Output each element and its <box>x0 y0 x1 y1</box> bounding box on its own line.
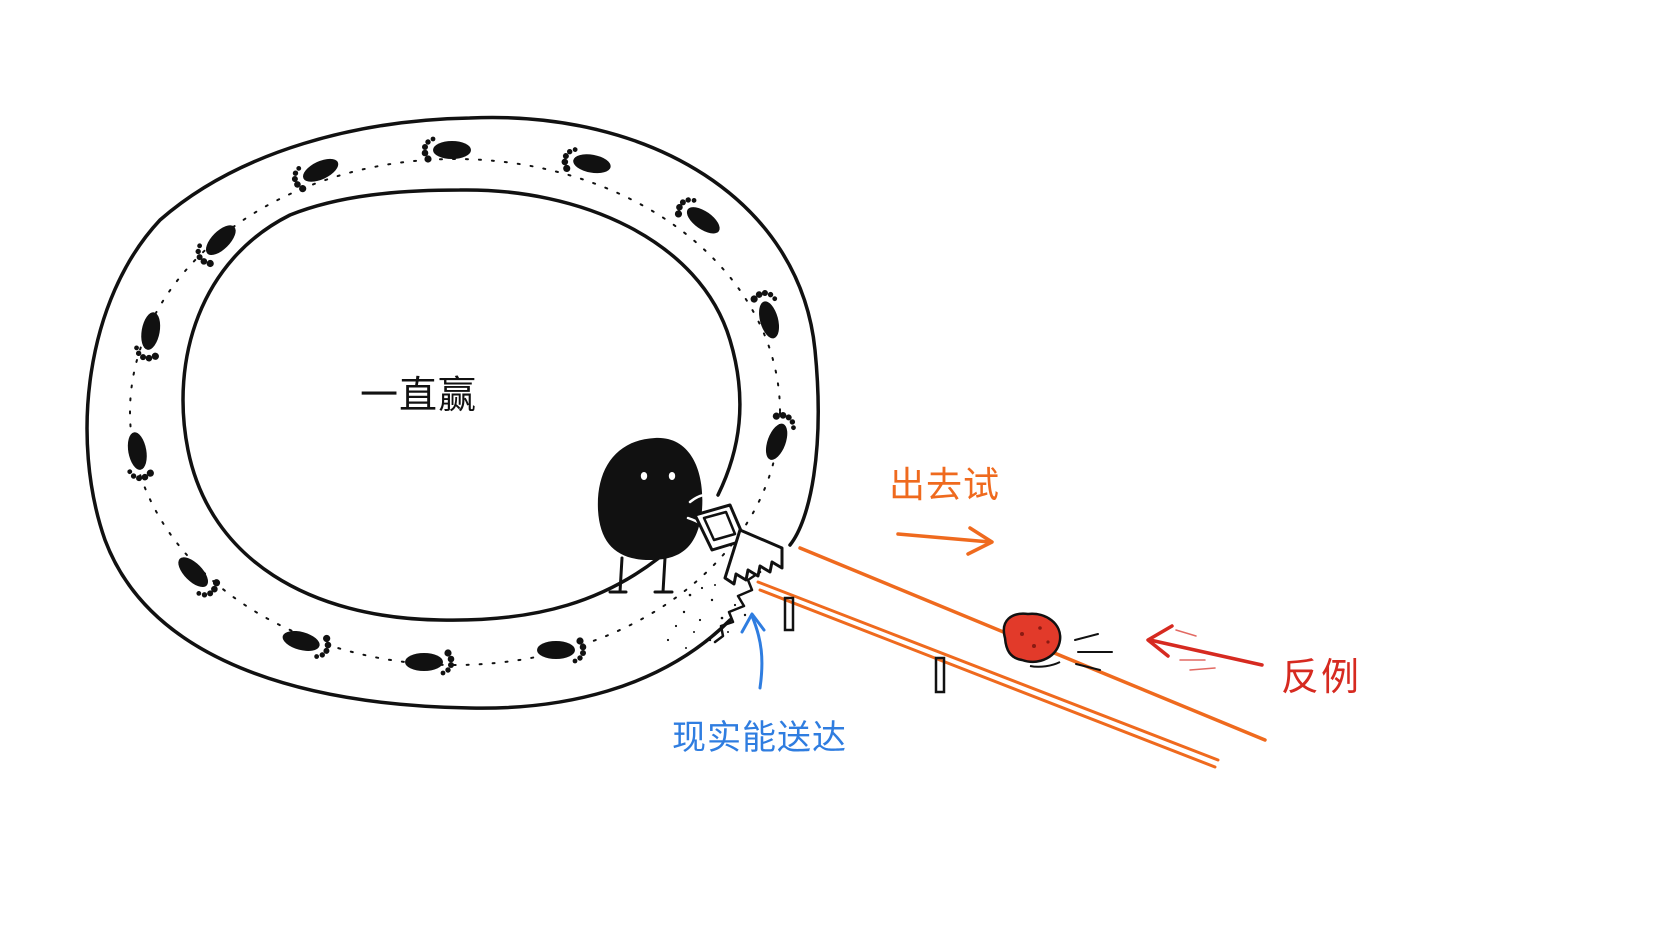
ramp-legs <box>783 596 946 694</box>
footprint-icon <box>749 287 787 342</box>
sawdust <box>666 584 747 649</box>
ring-inner-edge <box>181 188 742 622</box>
ring-dotted-centerline <box>129 158 781 666</box>
ring-track <box>85 115 820 710</box>
hand-saw-icon <box>693 503 784 586</box>
jagged-cut-edge <box>713 570 762 644</box>
red-stone-icon <box>1002 612 1113 671</box>
footprint-icon <box>170 549 224 604</box>
footprint-icon <box>559 145 613 180</box>
blob-character <box>597 437 720 594</box>
motion-lines <box>1074 633 1113 671</box>
footprint-icon <box>287 150 344 195</box>
sawn-gap <box>666 570 762 649</box>
counterexample-arrow <box>1146 624 1264 671</box>
footprint-icon <box>279 623 334 662</box>
footprint-icon <box>405 649 455 676</box>
go-try-arrow <box>896 526 994 556</box>
character-eye-right <box>668 472 676 480</box>
ring-outer-edge <box>85 115 820 710</box>
label-go-try: 出去试 <box>889 465 1001 506</box>
footprint-icon <box>421 136 471 163</box>
character-eye-left <box>640 472 648 480</box>
label-reality-delivers: 现实能送达 <box>672 718 847 758</box>
footprint-icon <box>537 637 587 664</box>
footprint-icon <box>120 430 155 484</box>
reality-arrow <box>740 612 766 690</box>
label-keep-winning: 一直赢 <box>360 373 478 417</box>
footprint-icon <box>671 191 727 242</box>
character-arm <box>688 493 720 512</box>
saw-blade <box>723 528 784 586</box>
label-counterexample: 反例 <box>1281 655 1362 699</box>
footprint-icon <box>758 408 800 465</box>
character-body <box>597 437 703 560</box>
footprint-icon <box>132 310 167 364</box>
